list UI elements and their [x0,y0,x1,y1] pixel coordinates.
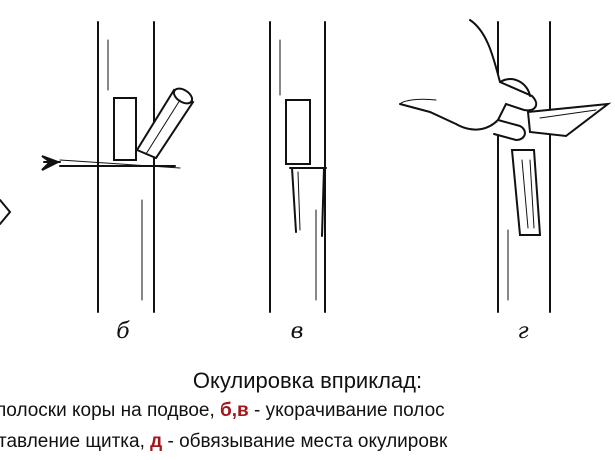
caption-line-1-part-1: полоски коры на подвое, [0,400,221,421]
panel-b-drawing [41,21,195,313]
caption-line-1-part-2: б,в [220,400,249,421]
caption-line-1: полоски коры на подвое, б,в - укорачиван… [0,400,445,422]
caption-line-2-part-3: - обвязывание места окулировк [162,431,448,452]
partial-arrow-left [0,199,12,225]
caption-line-2-part-1: тавление щитка, [0,431,151,452]
panel-v-drawing [269,21,327,313]
panel-label-b: б [116,319,130,344]
caption-line-1-part-3: - укорачивание полос [248,400,445,421]
caption-line-2-part-2: д [150,431,163,452]
figure-title: Окулировка вприклад: [192,368,423,393]
panel-label-v: в [290,319,304,344]
panel-label-g: г [517,319,529,344]
caption-line-2: тавление щитка, д - обвязывание места ок… [0,431,447,453]
panel-g-drawing [399,19,612,313]
